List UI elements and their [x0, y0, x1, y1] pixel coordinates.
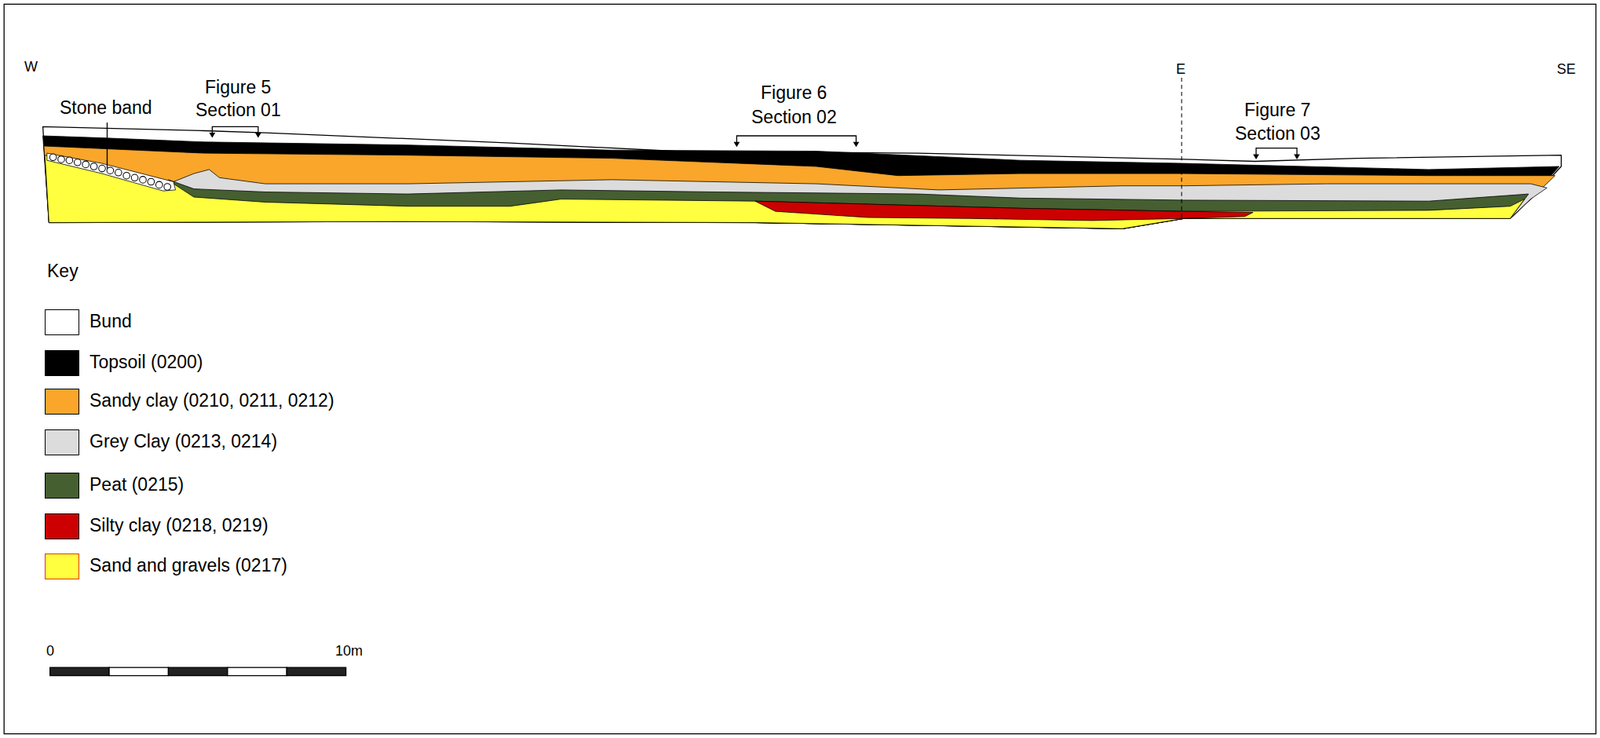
section-line [1181, 77, 1183, 219]
frame [3, 3, 1597, 734]
section-label: Section 03 [1234, 124, 1321, 144]
legend-swatch [44, 350, 80, 377]
legend-swatch [44, 309, 80, 336]
section-brackets [211, 126, 1297, 155]
legend-swatch [44, 472, 80, 499]
scale-label: 0 [46, 643, 55, 660]
figure-label: Figure 5 [204, 77, 271, 98]
legend-text: Grey Clay (0213, 0214) [89, 431, 278, 452]
legend-text: Topsoil (0200) [89, 352, 203, 373]
bracket-arrowheads [208, 132, 1300, 160]
legend-text: Silty clay (0218, 0219) [89, 515, 269, 536]
figure-label: Figure 7 [1244, 100, 1311, 121]
callout-label: Stone band [59, 98, 153, 118]
legend-text: Peat (0215) [89, 474, 184, 495]
direction-label: W [24, 59, 38, 76]
legend-swatch [44, 513, 80, 540]
scale-bar [50, 667, 347, 676]
legend-text: Sand and gravels (0217) [89, 555, 288, 576]
section-label: Section 01 [195, 100, 282, 121]
direction-label: SE [1556, 62, 1576, 78]
stone-band-stones [49, 153, 171, 190]
legend-swatch [44, 429, 80, 456]
direction-label: E [1176, 62, 1186, 78]
figure-label: Figure 6 [760, 83, 827, 103]
key-heading: Key [47, 261, 79, 282]
legend-text: Sandy clay (0210, 0211, 0212) [89, 390, 335, 411]
legend-swatch [44, 388, 80, 415]
legend-text: Bund [89, 311, 132, 332]
legend-swatch [44, 553, 80, 580]
scale-label: 10m [335, 643, 363, 660]
leader-line [106, 122, 108, 169]
section-layers [43, 126, 1562, 229]
section-label: Section 02 [751, 107, 837, 128]
